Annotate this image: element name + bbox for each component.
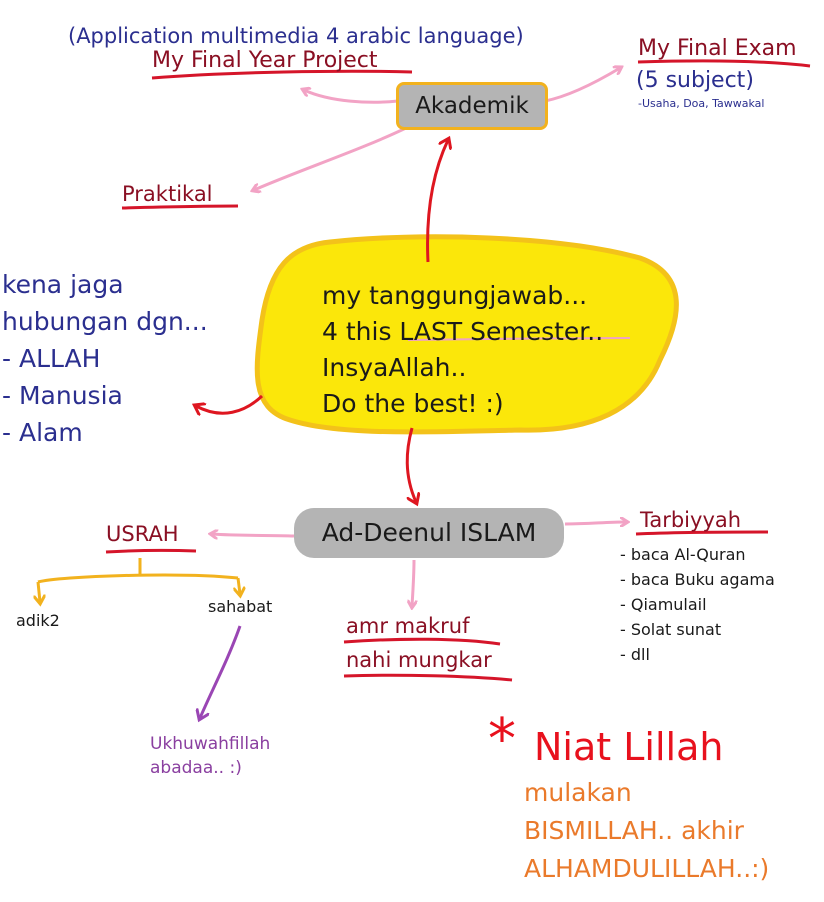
center-text: my tanggungjawab... 4 this LAST Semester… — [322, 278, 603, 422]
praktikal-label: Praktikal — [122, 182, 213, 206]
tarbiyyah-item-buku: - baca Buku agama — [620, 570, 775, 589]
app-note: (Application multimedia 4 arabic languag… — [68, 24, 524, 48]
hubungan-item-manusia: - Manusia — [2, 381, 123, 410]
niat-line-3: ALHAMDULILLAH..:) — [524, 854, 770, 883]
hubungan-title-1: kena jaga — [2, 270, 124, 299]
underline-tarbiyyah — [635, 530, 769, 536]
arrow-islam-to-amr — [412, 559, 414, 606]
arrow-center-to-hubungan — [196, 394, 264, 413]
tarbiyyah-item-dll: - dll — [620, 645, 650, 664]
akademik-node: Akademik — [396, 82, 548, 130]
arrow-islam-to-usrah — [212, 534, 295, 536]
adik-label: adik2 — [16, 611, 60, 630]
hubungan-list: kena jaga hubungan dgn... - ALLAH - Manu… — [2, 266, 208, 451]
ukhuwah-text: Ukhuwahfillah abadaa.. :) — [150, 732, 270, 780]
underline-praktikal — [121, 204, 239, 210]
tarbiyyah-item-qiamulail: - Qiamulail — [620, 595, 707, 614]
arrow-usrah-to-sahabat — [238, 577, 240, 594]
center-line-4: Do the best! :) — [322, 389, 504, 418]
hubungan-item-alam: - Alam — [2, 418, 83, 447]
underline-nahi — [343, 673, 513, 682]
underline-semester — [407, 337, 631, 341]
underline-exam — [637, 59, 811, 68]
hubungan-title-2: hubungan dgn... — [2, 307, 208, 336]
exam-note: -Usaha, Doa, Tawwakal — [638, 97, 765, 110]
usrah-branch — [37, 558, 239, 584]
usrah-label: USRAH — [106, 522, 179, 546]
islam-label: Ad-Deenul ISLAM — [321, 518, 537, 547]
arrow-usrah-to-adik — [38, 581, 40, 602]
arrow-sahabat-to-ukhuwah — [200, 625, 242, 718]
underline-amr — [343, 637, 501, 646]
center-line-2: 4 this LAST Semester.. — [322, 317, 604, 346]
center-line-3: InsyaAllah.. — [322, 353, 467, 382]
niat-line-2: BISMILLAH.. akhir — [524, 816, 744, 845]
asterisk-mark: * — [488, 707, 516, 772]
arrow-center-to-akademik — [426, 140, 448, 263]
central-blob — [254, 234, 679, 435]
subjects-label: (5 subject) — [636, 68, 754, 93]
ukhuwah-line-2: abadaa.. :) — [150, 758, 242, 778]
underline-project — [151, 69, 413, 80]
niat-text: mulakan BISMILLAH.. akhir ALHAMDULILLAH.… — [524, 774, 769, 888]
tarbiyyah-item-solat: - Solat sunat — [620, 620, 722, 639]
amr-label: amr makruf — [346, 614, 470, 638]
hubungan-item-allah: - ALLAH — [2, 344, 101, 373]
center-line-1: my tanggungjawab... — [322, 281, 588, 310]
arrow-islam-to-tarbiyyah — [564, 522, 626, 524]
tarbiyyah-item-quran: - baca Al-Quran — [620, 545, 746, 564]
islam-node: Ad-Deenul ISLAM — [294, 508, 564, 558]
arrow-akademik-to-exam — [544, 68, 620, 103]
ukhuwah-line-1: Ukhuwahfillah — [150, 734, 271, 754]
arrow-akademik-to-praktikal — [254, 126, 407, 190]
niat-title: Niat Lillah — [534, 725, 724, 769]
arrow-akademik-to-project — [304, 90, 399, 104]
underline-usrah — [105, 548, 197, 554]
sahabat-label: sahabat — [208, 597, 273, 616]
nahi-label: nahi mungkar — [346, 648, 492, 672]
arrow-center-to-islam — [405, 427, 416, 502]
akademik-label: Akademik — [415, 93, 529, 119]
tarbiyyah-label: Tarbiyyah — [640, 508, 742, 532]
final-exam-label: My Final Exam — [638, 36, 797, 61]
project-label: My Final Year Project — [152, 48, 378, 73]
tarbiyyah-list: - baca Al-Quran - baca Buku agama - Qiam… — [620, 542, 775, 667]
niat-line-1: mulakan — [524, 778, 632, 807]
